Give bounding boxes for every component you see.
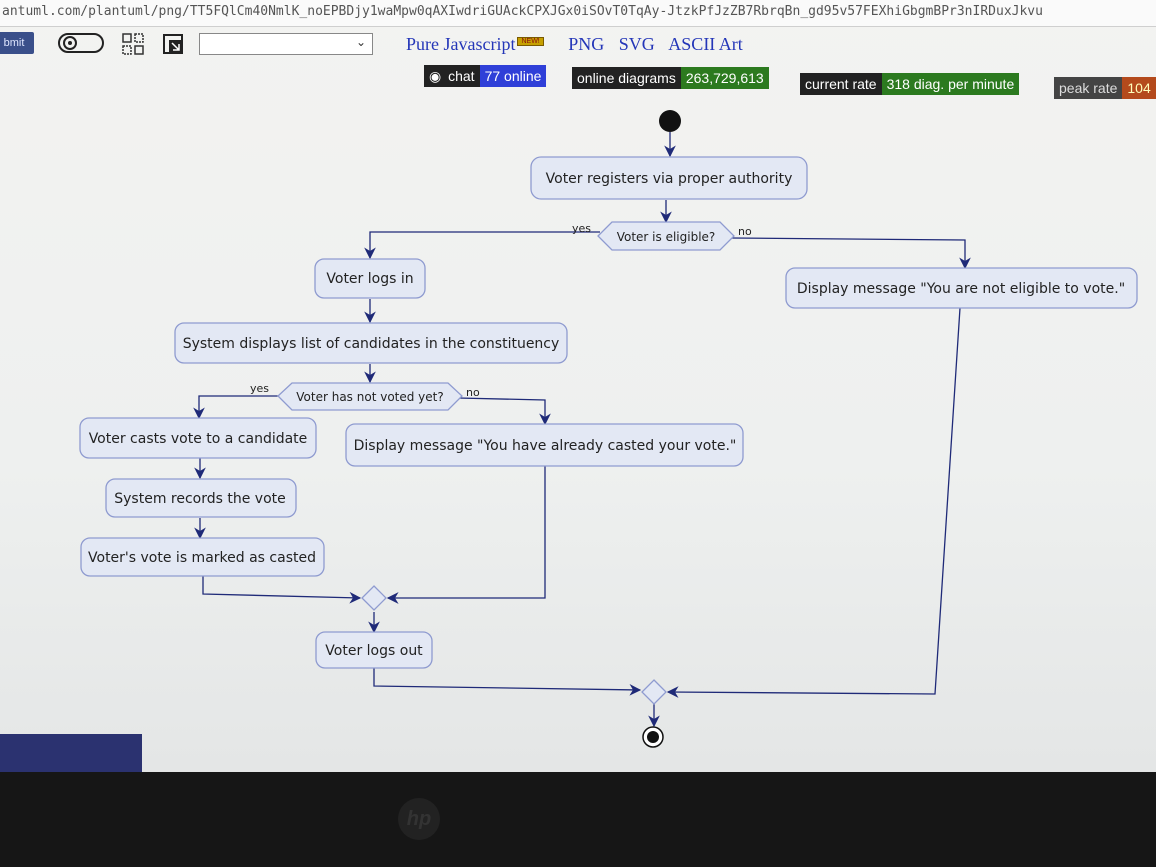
decision-eligible: Voter is eligible? [597,221,735,251]
activity-diagram: Voter registers via proper authority Vot… [79,110,1138,748]
label-yes-voted: yes [250,382,269,395]
chat-online: 77 online [479,65,547,87]
diagram-select[interactable]: ⌄ [199,33,373,55]
peak-value: 104 [1122,77,1156,99]
layout-grid-icon[interactable] [122,33,144,55]
svg-text:Display message "You have alre: Display message "You have already casted… [354,438,737,454]
node-casts-vote: Voter casts vote to a candidate [79,417,317,459]
end-node [642,726,664,748]
node-logs-out: Voter logs out [315,631,433,669]
export-icon[interactable] [162,33,184,55]
node-records-vote: System records the vote [105,478,297,518]
chat-label-wrap: ◉ chat [424,65,480,87]
svg-text:System displays list of candid: System displays list of candidates in th… [183,336,560,352]
label-no-eligible: no [738,225,752,238]
chevron-down-icon: ⌄ [355,35,366,49]
svg-text:Voter logs in: Voter logs in [326,271,413,287]
start-node [659,110,681,132]
chat-badge[interactable]: ◉ chat 77 online [424,65,547,87]
svg-text:Voter has not voted yet?: Voter has not voted yet? [296,390,443,404]
link-svg[interactable]: SVG [618,34,655,54]
peak-label: peak rate [1054,77,1123,99]
node-already-voted-msg: Display message "You have already casted… [345,423,744,467]
node-logs-in: Voter logs in [314,258,426,299]
rate-label: current rate [800,73,882,95]
merge-node-final [641,679,667,705]
new-badge: NEW! [517,37,544,46]
node-list-candidates: System displays list of candidates in th… [174,322,568,364]
hp-logo: hp [398,798,440,840]
diagrams-label: online diagrams [572,67,681,89]
taskbar-tab[interactable] [0,734,142,772]
link-png[interactable]: PNG [568,34,605,54]
node-not-eligible-msg: Display message "You are not eligible to… [785,267,1138,309]
svg-text:Voter casts vote to a candidat: Voter casts vote to a candidate [89,431,308,447]
svg-text:Voter registers via proper aut: Voter registers via proper authority [546,171,793,187]
mode-toggle[interactable] [58,33,104,53]
diagrams-badge: online diagrams 263,729,613 [572,67,769,89]
connectors [193,132,971,728]
merge-node [361,585,387,611]
chat-label: chat [448,68,475,84]
chat-icon: ◉ [429,68,442,84]
rate-badge: current rate 318 diag. per minute [800,73,1020,95]
node-marked-casted: Voter's vote is marked as casted [80,537,325,577]
browser-screen: antuml.com/plantuml/png/TT5FQlCm40NmlK_n… [0,0,1156,772]
radio-icon [63,36,77,50]
label-no-voted: no [466,386,480,399]
decision-not-voted: Voter has not voted yet? [277,382,463,411]
diagrams-count: 263,729,613 [680,67,769,89]
svg-text:System records the vote: System records the vote [114,491,286,507]
link-ascii-art[interactable]: ASCII Art [668,34,743,54]
svg-text:Voter logs out: Voter logs out [325,643,423,659]
rate-value: 318 diag. per minute [881,73,1020,95]
submit-button[interactable]: bmit [0,32,34,54]
label-yes-eligible: yes [572,222,591,235]
monitor-bezel [0,772,1156,867]
peak-badge: peak rate 104 [1054,77,1156,99]
address-bar[interactable]: antuml.com/plantuml/png/TT5FQlCm40NmlK_n… [0,0,1156,27]
svg-text:Voter is eligible?: Voter is eligible? [617,230,716,244]
svg-text:Display message "You are not e: Display message "You are not eligible to… [797,281,1125,297]
node-register: Voter registers via proper authority [530,156,808,200]
svg-text:Voter's vote is marked as cast: Voter's vote is marked as casted [88,550,316,566]
